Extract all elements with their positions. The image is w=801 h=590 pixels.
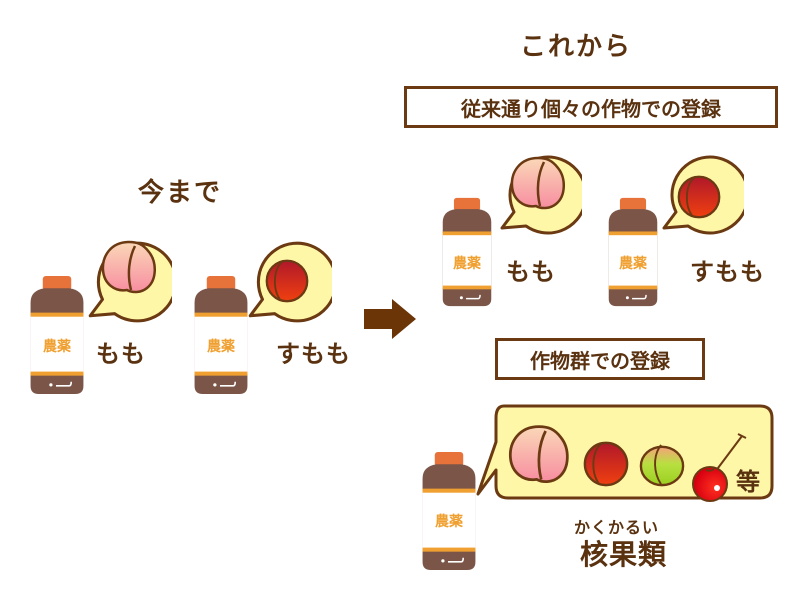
plum-icon <box>265 259 309 303</box>
apricot-icon <box>639 443 685 487</box>
bottle-label: 農薬 <box>619 256 647 272</box>
pesticide-bottle-icon <box>441 197 493 307</box>
crop-label-peach: もも <box>506 258 556 286</box>
group-reading: かくかるい <box>574 518 660 537</box>
bottle-label: 農薬 <box>453 256 481 272</box>
peach-icon <box>508 425 569 484</box>
crop-label-peach: もも <box>96 340 146 368</box>
peach-icon <box>101 240 157 294</box>
peach-icon <box>510 156 566 210</box>
bottle-label: 農薬 <box>207 339 235 355</box>
group-registration-title: 作物群での登録 <box>495 338 705 380</box>
individual-registration-title: 従来通り個々の作物での登録 <box>404 86 778 128</box>
heading-after: これから <box>520 32 633 62</box>
plum-icon <box>583 441 629 487</box>
crop-label-plum: すもも <box>276 340 351 368</box>
plum-icon <box>677 175 721 219</box>
crop-label-plum: すもも <box>690 258 765 286</box>
bottle-label: 農薬 <box>435 514 463 530</box>
group-name: 核果類 <box>580 538 668 571</box>
bottle-label: 農薬 <box>43 339 71 355</box>
etc-label: 等 <box>736 468 760 496</box>
right-arrow-icon <box>364 299 416 339</box>
heading-before: 今まで <box>138 178 223 208</box>
